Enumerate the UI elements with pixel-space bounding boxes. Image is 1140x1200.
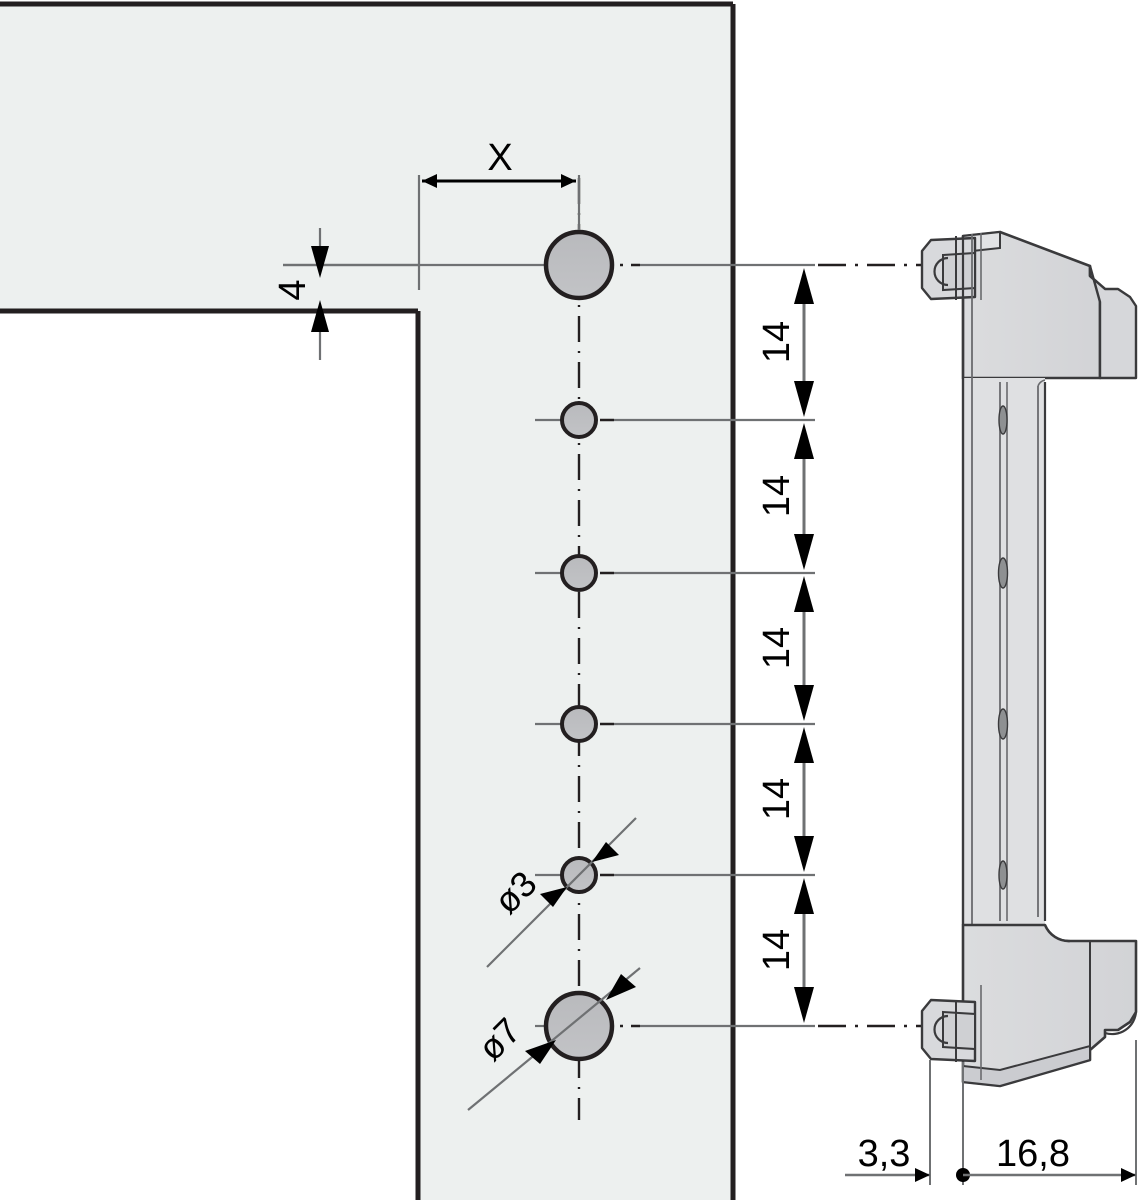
callout-dia3-arrow-upper — [592, 842, 619, 862]
hole-2-dia3 — [560, 401, 598, 439]
plate-rail-fill — [963, 378, 1045, 925]
dimension-x-label: X — [487, 137, 512, 179]
callout-dia7-arrow-lower — [525, 1040, 556, 1064]
dimension-14-2-arrow-bottom — [794, 534, 814, 570]
callout-dia3-arrow-lower — [540, 887, 567, 907]
dimension-14-5-arrow-top — [794, 878, 814, 914]
drilled-holes — [543, 229, 615, 1062]
plate-rail-slot-3 — [997, 708, 1009, 740]
bottom-dimensions: 3,3 16,8 — [845, 1040, 1137, 1185]
dimension-14-3-arrow-bottom — [794, 685, 814, 721]
hinge-mounting-plate — [920, 230, 1138, 1088]
plate-lower-corner-radius — [1104, 1011, 1138, 1036]
panel-fill — [0, 4, 733, 1200]
plate-rail-slot-4 — [998, 860, 1008, 890]
dimension-4-label: 4 — [272, 279, 314, 300]
plate-upper-body — [961, 230, 1107, 380]
dimension-4-arrow-up — [311, 300, 329, 332]
plate-upper-ear-inner — [942, 251, 976, 292]
panel-board — [0, 1, 736, 1200]
dimension-14-4-arrow-bottom — [794, 836, 814, 872]
dimension-x: X — [417, 137, 581, 290]
dimension-chain-14: 14 14 14 14 14 — [756, 268, 814, 1023]
plate-upper-shoulder — [1088, 264, 1138, 380]
dimension-14-1-label: 14 — [756, 321, 798, 363]
dimension-14-2-label: 14 — [756, 475, 798, 517]
plate-lower-ear-radius — [933, 1014, 949, 1045]
plate-rail-slot-2 — [997, 557, 1009, 589]
dimension-14-2-arrow-top — [794, 423, 814, 459]
hole-1-dia7 — [543, 229, 615, 301]
dimension-14-3-label: 14 — [756, 627, 798, 669]
plate-rail-fillet-top — [1037, 379, 1046, 387]
hole-6-dia7 — [543, 990, 615, 1062]
plate-upper-chamfer-line — [999, 231, 1091, 267]
dimension-14-1-arrow-top — [794, 268, 814, 304]
dimension-4: 4 — [272, 228, 419, 360]
plate-upper-ear-radius — [933, 256, 949, 287]
dimension-3-3-label: 3,3 — [858, 1133, 911, 1175]
dimension-14-4-label: 14 — [756, 778, 798, 820]
dimension-16-8-label: 16,8 — [996, 1133, 1070, 1175]
dimension-14-5-arrow-bottom — [794, 987, 814, 1023]
dimension-14-3-arrow-top — [794, 576, 814, 612]
hole-3-dia3 — [560, 554, 598, 592]
plate-lower-ear-inner — [942, 1010, 976, 1051]
dimension-4-arrow-down — [311, 246, 329, 278]
plate-lower-fillet — [1043, 924, 1071, 943]
dimension-14-5-label: 14 — [756, 929, 798, 971]
dimension-14-4-arrow-top — [794, 727, 814, 763]
plate-rail-slot-1 — [998, 405, 1008, 435]
hole-4-dia3 — [560, 705, 598, 743]
callout-dia7-arrow-upper — [606, 974, 636, 1000]
dimension-14-1-arrow-bottom — [794, 381, 814, 417]
